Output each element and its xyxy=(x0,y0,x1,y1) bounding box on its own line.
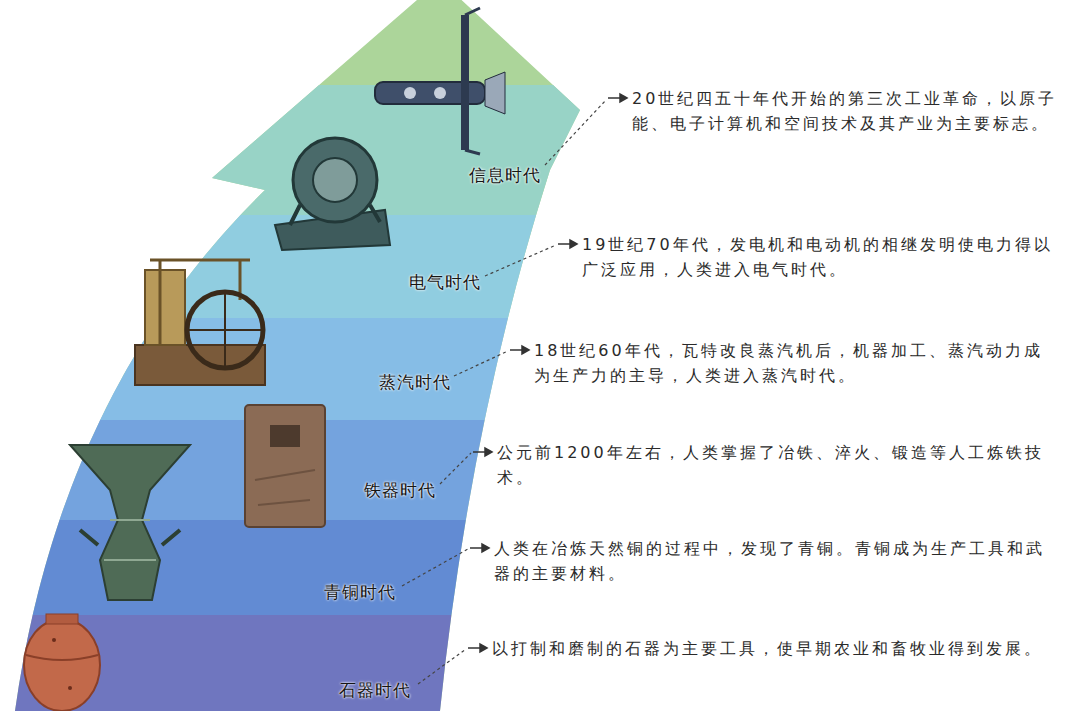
steam-engine-icon xyxy=(135,260,265,385)
era-description: 19世纪70年代，发电机和电动机的相继发明使电力得以广泛应用，人类进入电气时代。 xyxy=(582,232,1060,282)
era-name: 电气时代 xyxy=(409,271,481,294)
band-fill xyxy=(15,85,580,215)
era-name: 青铜时代 xyxy=(324,581,396,604)
bronze-vessel-icon xyxy=(70,445,190,600)
era-name: 信息时代 xyxy=(469,164,541,187)
era-description: 20世纪四五十年代开始的第三次工业革命，以原子能、电子计算机和空间技术及其产业为… xyxy=(632,86,1060,136)
iron-tool-icon xyxy=(245,405,325,527)
leader-lines xyxy=(402,100,606,684)
band-fill xyxy=(15,318,580,420)
era-name: 石器时代 xyxy=(339,679,411,702)
band-fill xyxy=(15,215,580,318)
era-name: 蒸汽时代 xyxy=(379,371,451,394)
era-name: 铁器时代 xyxy=(364,479,436,502)
satellite-icon xyxy=(375,8,505,154)
era-description: 以打制和磨制的石器为主要工具，使早期农业和畜牧业得到发展。 xyxy=(492,636,1060,661)
era-description: 18世纪60年代，瓦特改良蒸汽机后，机器加工、蒸汽动力成为生产力的主导，人类进入… xyxy=(534,338,1060,388)
band-fill xyxy=(15,420,580,520)
generator-icon xyxy=(275,138,390,250)
era-description: 公元前1200年左右，人类掌握了冶铁、淬火、锻造等人工炼铁技术。 xyxy=(497,440,1060,490)
arrow-head-band xyxy=(15,0,580,711)
pottery-icon xyxy=(24,614,100,711)
era-description: 人类在冶炼天然铜的过程中，发现了青铜。青铜成为生产工具和武器的主要材料。 xyxy=(494,536,1060,586)
band-fill xyxy=(15,615,580,711)
